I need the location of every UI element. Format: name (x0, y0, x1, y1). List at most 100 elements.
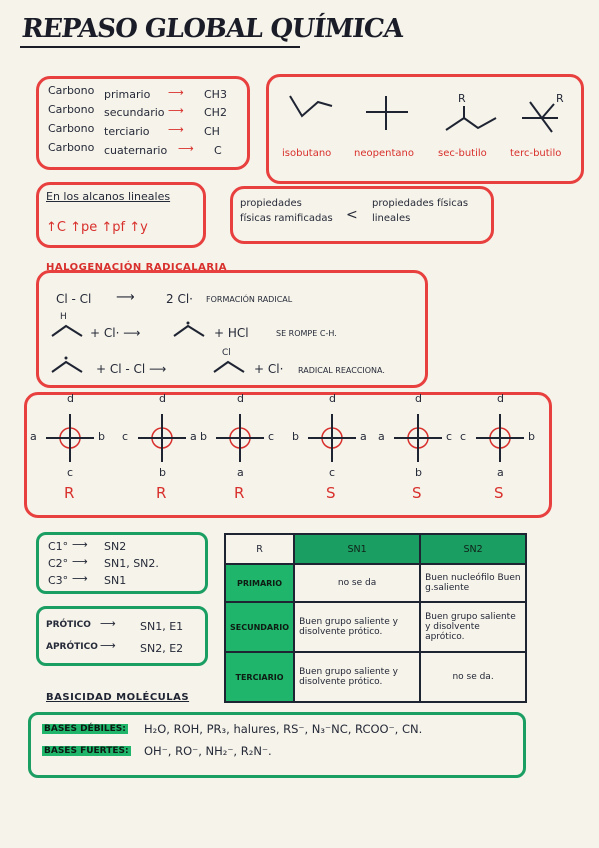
row-label: SECUNDARIO (223, 601, 296, 653)
basicidad-box (28, 712, 526, 778)
solvente: PRÓTICO (46, 620, 91, 630)
radical-structure (173, 321, 205, 337)
fischer-bottom-label: a (497, 466, 504, 479)
fischer-top-label: d (237, 392, 244, 405)
prop-lineales: propiedades físicas lineales (372, 198, 469, 224)
neopentano-structure (366, 96, 408, 130)
carbono-label: Carbono (48, 84, 95, 97)
fischer-bottom-label: b (415, 466, 422, 479)
fischer-config-label: S (494, 484, 504, 502)
fischer-bottom-label: b (159, 466, 166, 479)
fischer-cross-3 (216, 414, 264, 462)
solvente-mech: SN1, E1 (140, 620, 184, 633)
solventes-box (36, 606, 208, 666)
sn-mech: SN1, SN2. (104, 557, 159, 570)
propiedades-box (230, 186, 494, 244)
fischer-right-label: c (268, 430, 275, 443)
h2-right: + HCl (214, 326, 249, 340)
isomeros-box (266, 74, 584, 184)
fischer-config-label: R (64, 484, 75, 502)
fischer-top-label: d (67, 392, 74, 405)
bases-fuertes-label: BASES FUERTES: (42, 746, 131, 756)
h1-right: 2 Cl· (166, 292, 193, 306)
fischer-right-label: c (446, 430, 453, 443)
isomero-label: isobutano (282, 148, 332, 159)
h3-cl: Cl (222, 348, 231, 358)
alcanos-title: En los alcanos lineales (46, 190, 171, 203)
alcanos-box (36, 182, 206, 248)
fischer-left-label: a (30, 430, 37, 443)
bases-debiles-label: BASES DÉBILES: (42, 724, 128, 734)
fischer-right-label: b (98, 430, 105, 443)
fischer-box (24, 392, 552, 518)
sn-carbono: C1° (48, 540, 69, 553)
h3-mid: + Cl - Cl ⟶ (96, 362, 167, 376)
alcanos-trend: ↑C ↑pe ↑pf ↑y (46, 220, 148, 235)
arrow-icon: ⟶ (72, 555, 88, 568)
fischer-bottom-label: c (329, 466, 336, 479)
fischer-top-label: d (497, 392, 504, 405)
fischer-top-label: d (415, 392, 422, 405)
bases-fuertes: OH⁻, RO⁻, NH₂⁻, R₂N⁻. (144, 744, 272, 758)
fischer-cross-6 (476, 414, 524, 462)
sn-mech: SN2 (104, 540, 127, 553)
arrow-icon: ⟶ (168, 104, 184, 117)
fischer-bottom-label: a (237, 466, 244, 479)
cell-sn1: Buen grupo saliente y disolvente prótico… (293, 651, 422, 703)
header-sn1: SN1 (293, 533, 422, 565)
carbono-type: primario (104, 88, 151, 101)
fischer-left-label: c (460, 430, 467, 443)
arrow-icon: ⟶ (100, 617, 116, 630)
fischer-config-label: S (326, 484, 336, 502)
arrow-icon: ⟶ (100, 639, 116, 652)
isomero-label: sec-butilo (438, 148, 487, 159)
header-sn2: SN2 (419, 533, 528, 565)
carbono-result: CH (204, 125, 220, 138)
fischer-left-label: b (292, 430, 299, 443)
carbono-type: terciario (104, 125, 150, 138)
prop-comparator: < (346, 207, 358, 223)
h1-left: Cl - Cl (56, 292, 92, 306)
h3-right: + Cl· (254, 362, 284, 376)
carbono-result: CH3 (204, 88, 227, 101)
solvente: APRÓTICO (46, 642, 98, 652)
h2-mid: + Cl· ⟶ (90, 326, 141, 340)
solvente-mech: SN2, E2 (140, 642, 184, 655)
sn-table: R SN1 SN2 PRIMARIO no se da Buen nucleóf… (223, 533, 528, 703)
table-header-row: R SN1 SN2 (223, 533, 528, 565)
h3-note: RADICAL REACCIONA. (298, 366, 385, 375)
fischer-right-label: a (190, 430, 197, 443)
table-row: TERCIARIO Buen grupo saliente y disolven… (223, 651, 528, 703)
carbonos-box (36, 76, 250, 170)
fischer-cross-5 (394, 414, 442, 462)
fischer-config-label: R (156, 484, 167, 502)
h2-h: H (60, 312, 67, 322)
halogenacion-box (36, 270, 428, 388)
arrow-icon: ⟶ (168, 123, 184, 136)
arrow-icon: ⟶ (168, 86, 184, 99)
fischer-config-label: R (234, 484, 245, 502)
isomero-label: neopentano (354, 148, 414, 159)
carbono-type: cuaternario (104, 144, 168, 157)
terc-butilo-structure (522, 101, 558, 133)
isobutano-structure (289, 95, 333, 118)
header-r: R (223, 533, 296, 565)
isomero-label: terc-butilo (510, 148, 562, 159)
carbono-result: C (214, 144, 222, 157)
fischer-top-label: d (159, 392, 166, 405)
fischer-left-label: b (200, 430, 207, 443)
arrow-icon: ⟶ (178, 142, 194, 155)
fischer-right-label: a (360, 430, 367, 443)
chloropropane-structure (213, 360, 245, 373)
cell-sn1: no se da (293, 563, 422, 603)
halogenacion-title: HALOGENACIÓN RADICALARIA (46, 262, 227, 273)
h1-arrow: ⟶ (116, 290, 135, 305)
row-label: TERCIARIO (223, 651, 296, 703)
table-row: SECUNDARIO Buen grupo saliente y disolve… (223, 601, 528, 653)
h1-note: FORMACIÓN RADICAL (206, 295, 293, 304)
sn-carbono: C3° (48, 574, 69, 587)
fischer-left-label: a (378, 430, 385, 443)
h2-note: SE ROMPE C-H. (276, 329, 337, 338)
fischer-top-label: d (329, 392, 336, 405)
